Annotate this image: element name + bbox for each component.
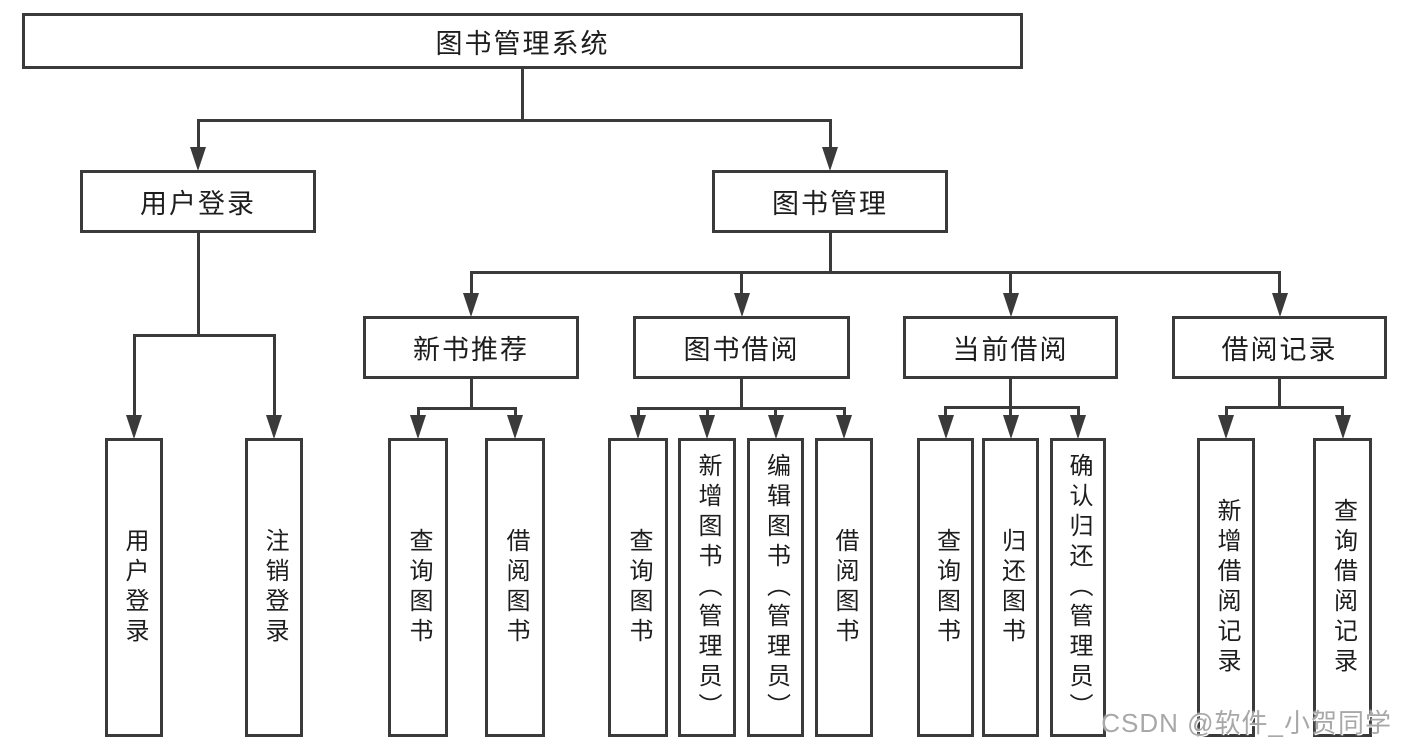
connector-line	[196, 120, 200, 150]
node-root: 图书管理系统	[22, 13, 1023, 69]
connector-line	[1278, 272, 1281, 296]
arrow-down-icon	[822, 147, 838, 171]
node-rec-query-book: 查询图书	[388, 438, 448, 737]
node-br-add-record: 新增借阅记录	[1197, 438, 1255, 737]
connector-line	[196, 233, 200, 335]
node-bb-add-book: 新增图书（管理员）	[678, 438, 736, 737]
connector-line	[1278, 379, 1281, 407]
connector-line	[132, 333, 276, 337]
node-book-borrow: 图书借阅	[633, 316, 850, 379]
node-bb-query-book: 查询图书	[608, 438, 668, 737]
connector-line	[1076, 407, 1080, 418]
connector-line	[1009, 407, 1012, 418]
arrow-down-icon	[1218, 415, 1234, 439]
node-bb-borrow-book: 借阅图书	[815, 438, 873, 737]
node-rec-borrow-book: 借阅图书	[485, 438, 545, 737]
connector-line	[521, 69, 524, 120]
connector-line	[469, 270, 1281, 274]
node-login: 用户登录	[105, 438, 163, 737]
arrow-down-icon	[1271, 293, 1288, 317]
connector-line	[828, 233, 832, 272]
arrow-down-icon	[126, 415, 142, 439]
arrow-down-icon	[630, 415, 646, 439]
watermark: CSDN @软件_小贺同学	[1101, 708, 1392, 738]
node-user-login: 用户登录	[80, 170, 316, 233]
connector-line	[842, 408, 846, 418]
node-cb-confirm-return: 确认归还（管理员）	[1050, 438, 1106, 737]
connector-line	[944, 407, 947, 418]
node-cb-query-book: 查询图书	[917, 438, 974, 737]
connector-line	[513, 408, 517, 418]
connector-line	[1009, 272, 1012, 296]
connector-line	[705, 408, 709, 418]
arrow-down-icon	[1070, 415, 1086, 439]
arrow-down-icon	[1002, 415, 1019, 439]
arrow-down-icon	[733, 293, 750, 317]
arrow-down-icon	[937, 415, 954, 439]
connector-line	[469, 272, 473, 296]
node-borrow-records: 借阅记录	[1172, 316, 1387, 379]
connector-line	[1341, 407, 1344, 418]
connector-line	[636, 406, 846, 410]
node-logout: 注销登录	[245, 438, 303, 737]
arrow-down-icon	[410, 415, 426, 439]
arrow-down-icon	[1334, 415, 1351, 439]
connector-line	[740, 379, 743, 408]
connector-line	[416, 408, 420, 418]
node-book-mgmt: 图书管理	[712, 170, 948, 233]
connector-line	[196, 118, 832, 122]
connector-line	[828, 120, 832, 150]
connector-line	[272, 335, 276, 418]
connector-line	[740, 272, 743, 296]
node-new-book-rec: 新书推荐	[363, 316, 579, 379]
arrow-down-icon	[1002, 293, 1019, 317]
node-bb-edit-book: 编辑图书（管理员）	[747, 438, 804, 737]
node-br-query-record: 查询借阅记录	[1313, 438, 1372, 737]
connector-line	[636, 408, 640, 418]
connector-line	[774, 408, 777, 418]
connector-line	[1009, 379, 1012, 407]
arrow-down-icon	[266, 415, 282, 439]
arrow-down-icon	[767, 415, 784, 439]
arrow-down-icon	[507, 415, 523, 439]
node-cb-return-book: 归还图书	[982, 438, 1039, 737]
connector-line	[132, 335, 136, 418]
connector-line	[1224, 405, 1344, 409]
arrow-down-icon	[836, 415, 852, 439]
connector-line	[416, 406, 517, 410]
arrow-down-icon	[190, 147, 206, 171]
node-current-borrow: 当前借阅	[903, 316, 1118, 379]
arrow-down-icon	[463, 293, 479, 317]
connector-line	[1224, 407, 1228, 418]
arrow-down-icon	[699, 415, 715, 439]
connector-line	[469, 379, 473, 408]
